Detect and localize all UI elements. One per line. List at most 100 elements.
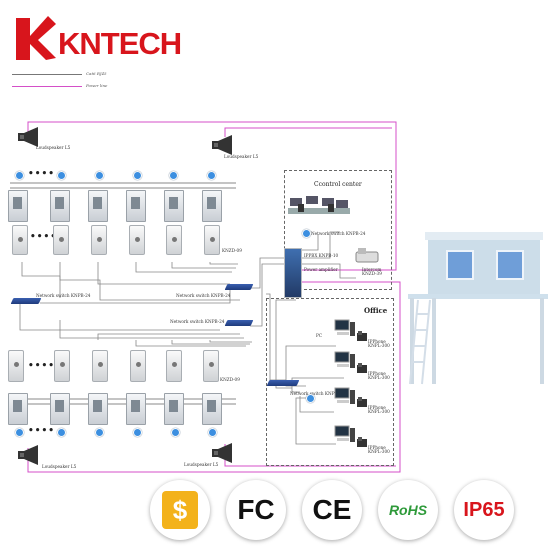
network-node-icon <box>171 428 180 437</box>
network-switch <box>224 284 254 290</box>
house-window <box>496 250 524 280</box>
ipphone-label: IPPhone KNPL-300 <box>368 371 390 381</box>
cc-server-label: IPPBX KNPB-10 <box>304 253 339 258</box>
more-ellipsis: •••• <box>28 169 56 179</box>
logo-mark <box>16 16 56 60</box>
stilts-and-ladder <box>409 298 544 385</box>
cc-amplifier-label: Power amplifier <box>304 267 338 272</box>
loudspeaker-icon <box>212 443 232 463</box>
pc-icon <box>334 387 355 404</box>
intercom-phone <box>53 225 69 255</box>
dollar-badge: $ <box>150 480 210 540</box>
ip-phone-icon <box>357 363 367 373</box>
emergency-panel <box>164 190 184 222</box>
emergency-panel <box>126 393 146 425</box>
pc-icon <box>334 319 355 336</box>
emergency-panel <box>164 393 184 425</box>
office-box <box>266 298 394 466</box>
ipphone-label: IPPhone KNPL-300 <box>368 445 390 455</box>
legend-power-line <box>12 86 82 87</box>
intercom-phone <box>8 350 24 382</box>
fc-badge: FC <box>226 480 286 540</box>
switch-label: Network switch KNPB-24 <box>176 293 231 298</box>
emergency-panel <box>50 190 70 222</box>
brand-name: KNTECH <box>58 26 182 61</box>
house-roof <box>425 232 543 240</box>
network-node-icon <box>302 229 311 238</box>
network-node-icon <box>169 171 178 180</box>
cc-switch-label: Network switch KNPB-24 <box>311 231 366 236</box>
more-ellipsis: •••• <box>28 426 56 436</box>
desk-intercom-icon <box>355 248 379 263</box>
office-switch-label: Network switch KNPB-24 <box>290 391 345 396</box>
loudspeaker-icon <box>18 127 38 147</box>
network-node-icon <box>208 428 217 437</box>
emergency-panel <box>8 393 28 425</box>
intercom-phone <box>130 350 146 382</box>
intercom-phone <box>166 350 182 382</box>
emergency-panel <box>8 190 28 222</box>
legend-cat6-label: Cat6 RJ45 <box>86 71 107 76</box>
network-node-icon <box>306 394 315 403</box>
ip-phone-icon <box>357 397 367 407</box>
pc-icon <box>334 351 355 368</box>
loudspeaker-label: Loudspeaker L5 <box>184 462 219 467</box>
network-switch <box>10 298 42 304</box>
emergency-panel <box>50 393 70 425</box>
pc-label: PC <box>316 333 323 338</box>
intercom-phone <box>12 225 28 255</box>
intercom-phone <box>92 350 108 382</box>
network-switch <box>224 320 254 326</box>
ce-badge: CE <box>302 480 362 540</box>
network-node-icon <box>133 428 142 437</box>
network-node-icon <box>15 428 24 437</box>
device-label: KNZD-09 <box>220 377 240 382</box>
switch-label: Network switch KNPB-24 <box>170 319 225 324</box>
intercom-phone <box>166 225 182 255</box>
network-node-icon <box>15 171 24 180</box>
network-node-icon <box>95 428 104 437</box>
intercom-phone <box>203 350 219 382</box>
more-ellipsis: •••• <box>28 361 56 371</box>
control-center-box <box>284 170 392 290</box>
emergency-panel <box>88 190 108 222</box>
ip65-badge: IP65 <box>454 480 514 540</box>
loudspeaker-label: Loudspeaker L5 <box>224 154 259 159</box>
loudspeaker-label: Loudspeaker L5 <box>42 464 77 469</box>
legend-cat6-line <box>12 74 82 75</box>
house-window <box>446 250 474 280</box>
network-node-icon <box>57 171 66 180</box>
network-switch <box>266 380 300 386</box>
control-center-title: Ccontrol center <box>314 181 362 188</box>
network-node-icon <box>133 171 142 180</box>
ippbx-server <box>284 248 302 298</box>
loudspeaker-label: Loudspeaker L5 <box>36 145 71 150</box>
ip-phone-icon <box>357 331 367 341</box>
emergency-panel <box>88 393 108 425</box>
loudspeaker-icon <box>212 135 232 155</box>
dollar-icon: $ <box>162 491 198 529</box>
intercom-phone <box>129 225 145 255</box>
ipphone-label: IPPhone KNPL-300 <box>368 339 390 349</box>
more-ellipsis: •••• <box>30 232 58 242</box>
ip-phone-icon <box>357 437 367 447</box>
switch-label: Network switch KNPB-24 <box>36 293 91 298</box>
network-node-icon <box>95 171 104 180</box>
intercom-phone <box>91 225 107 255</box>
cc-intercom-label: Intercom KNZD-39 <box>362 267 382 277</box>
logo <box>10 14 200 62</box>
control-room-desk-icon <box>288 196 350 214</box>
network-node-icon <box>57 428 66 437</box>
pc-icon <box>334 425 355 442</box>
network-node-icon <box>207 171 216 180</box>
device-label: KNZD-09 <box>222 248 242 253</box>
ipphone-label: IPPhone KNPL-300 <box>368 405 390 415</box>
loudspeaker-icon <box>18 445 38 465</box>
house-deck <box>408 294 548 299</box>
emergency-panel <box>202 393 222 425</box>
office-title: Office <box>364 306 388 315</box>
intercom-phone <box>204 225 220 255</box>
emergency-panel <box>202 190 222 222</box>
emergency-panel <box>126 190 146 222</box>
intercom-phone <box>54 350 70 382</box>
